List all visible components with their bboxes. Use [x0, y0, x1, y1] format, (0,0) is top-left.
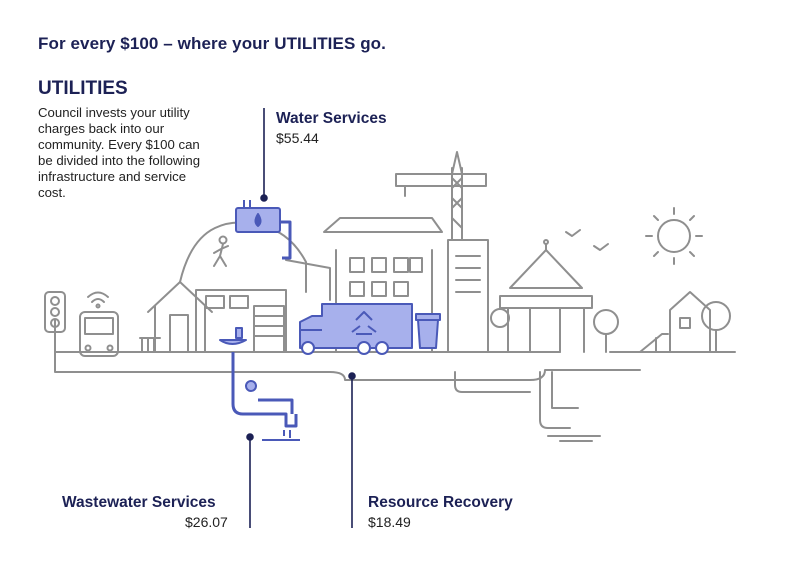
outfall-pipe [539, 371, 601, 442]
office-building [323, 217, 443, 353]
garage-building [195, 259, 331, 353]
water-pipe [280, 220, 292, 260]
wheelie-bin-icon [415, 313, 441, 349]
water-services-value: $55.44 [276, 130, 319, 146]
sun-icon [645, 207, 703, 265]
bird-icon [565, 229, 609, 251]
tower-building [447, 239, 489, 353]
garbage-truck-icon [299, 303, 413, 355]
road-lower [454, 371, 531, 393]
resource-recovery-value: $18.49 [368, 514, 411, 530]
slide-icon [639, 333, 669, 353]
road-line [54, 319, 641, 381]
house-icon [139, 281, 213, 353]
intro-text: Council invests your utility charges bac… [38, 105, 201, 200]
castle-icon [669, 291, 711, 353]
water-tank-icon [235, 200, 281, 233]
sewer-pipe [219, 327, 298, 428]
page-headline: For every $100 – where your UTILITIES go… [38, 34, 386, 53]
water-services-label: Water Services [276, 110, 387, 127]
carousel-icon [499, 239, 593, 353]
bus-icon [79, 311, 119, 357]
resource-recovery-label: Resource Recovery [368, 494, 513, 511]
wastewater-services-label: Wastewater Services [62, 494, 216, 511]
wastewater-services-value: $26.07 [185, 514, 228, 530]
tree-icon [490, 301, 731, 353]
section-title: UTILITIES [38, 78, 128, 99]
wifi-icon [87, 291, 109, 309]
traffic-light-icon [44, 291, 66, 333]
water-outlet [262, 430, 300, 441]
crane-icon [395, 151, 487, 241]
